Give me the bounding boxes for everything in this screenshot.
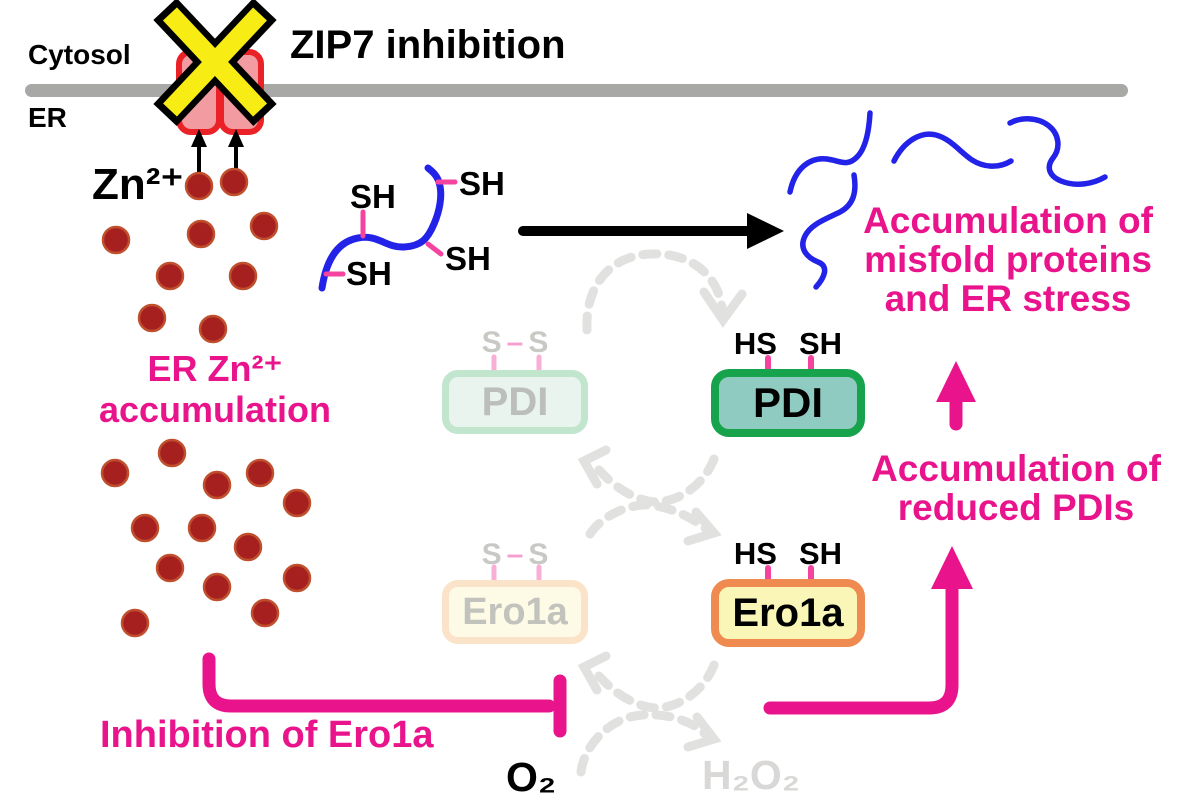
cycle-arrowhead-downright xyxy=(683,712,722,752)
misfold-accumulation-line3: and ER stress xyxy=(884,278,1132,320)
misfolded-proteins xyxy=(787,110,1108,290)
reduced-pdi-arrow-lower xyxy=(763,546,973,715)
ero1a-reduced-thiol-label: HS SH xyxy=(712,536,864,572)
zn-ion-dot xyxy=(233,532,263,562)
zn-uptake-arrow-left xyxy=(191,129,207,175)
zn-ion-dot xyxy=(245,458,275,488)
thiol-hs: HS xyxy=(733,326,777,361)
zn-ion-dot xyxy=(101,225,131,255)
cycle-arrowhead-upleft xyxy=(577,445,611,489)
faded-redox-cycle-arrows xyxy=(576,249,747,777)
h2o2-label: H₂O₂ xyxy=(702,752,800,798)
zn-ion-dot xyxy=(155,553,185,583)
misfolded-protein-squiggle xyxy=(800,172,858,290)
misfolded-protein-squiggle xyxy=(891,131,1014,169)
cycle-arrow-mid-leftward xyxy=(594,454,719,507)
cycle-arrow-mid-rightward xyxy=(585,500,711,539)
cytosol-label: Cytosol xyxy=(28,39,131,70)
sh-label-top-right: SH xyxy=(459,165,505,202)
misfold-accumulation-label: Accumulation of misfold proteins and ER … xyxy=(840,201,1176,319)
ero1a-oxidized-disulfide-label: S–S xyxy=(442,538,588,572)
pdi-oxidized-box: PDI xyxy=(442,370,588,434)
sh-label-bottom-right: SH xyxy=(445,240,491,277)
ero1a-oxidized-box: Ero1a xyxy=(442,580,588,644)
zn-ion-dot xyxy=(202,572,232,602)
zn-ion-dot xyxy=(130,513,160,543)
misfolded-protein-squiggle xyxy=(787,110,873,195)
faded-box-ticks xyxy=(491,354,542,584)
zn-ion-dot xyxy=(120,608,150,638)
zn-ion-dot xyxy=(186,219,216,249)
cycle-arrowhead-upleft xyxy=(577,651,611,695)
disulfide-s-left: S xyxy=(481,538,502,571)
zn-ion-dot xyxy=(249,211,279,241)
zn-ion-dot xyxy=(187,513,217,543)
disulfide-bond: – xyxy=(506,326,524,359)
cycle-arrowhead-down xyxy=(699,287,747,328)
misfolded-protein-squiggle xyxy=(1007,116,1108,187)
er-label: ER xyxy=(28,102,67,133)
zn-ion-dot xyxy=(202,470,232,500)
thiol-tick xyxy=(425,241,444,257)
thiol-sh: SH xyxy=(799,536,843,571)
zn-ion-dot xyxy=(157,438,187,468)
zn-ion-dot xyxy=(250,598,280,628)
disulfide-bond: – xyxy=(506,538,524,571)
zn-ion-dot xyxy=(219,167,249,197)
inhibition-of-ero1a-label: Inhibition of Ero1a xyxy=(100,714,434,756)
pdi-oxidized-disulfide-label: S–S xyxy=(442,326,588,360)
cycle-arrow-bottom-rightward xyxy=(576,710,711,777)
misfold-accumulation-line1: Accumulation of xyxy=(863,200,1153,241)
ero1a-reduced-name: Ero1a xyxy=(732,590,844,635)
zip7-inhibition-title: ZIP7 inhibition xyxy=(290,23,566,67)
ero1a-reduced-box: Ero1a xyxy=(711,579,865,647)
reduced-pdi-accumulation-line2: reduced PDIs xyxy=(897,487,1135,529)
inhibition-t-line xyxy=(202,652,567,738)
reduced-pdi-arrow-upper xyxy=(936,361,976,431)
zn-ion-dot xyxy=(137,303,167,333)
cycle-arrow-bottom-leftward xyxy=(594,660,719,713)
disulfide-s-right: S xyxy=(528,326,549,359)
protein-thiol-ticks xyxy=(323,179,458,277)
pdi-reduced-name: PDI xyxy=(752,379,823,426)
active-box-ticks xyxy=(765,355,814,584)
pdi-reduced-thiol-label: HS SH xyxy=(712,326,864,362)
zn-ion-dot xyxy=(282,488,312,518)
o2-label: O₂ xyxy=(506,754,557,800)
er-membrane-line xyxy=(25,84,1128,97)
cycle-arrowhead-downright xyxy=(683,507,722,546)
zn-ion-dot xyxy=(228,261,258,291)
reduced-pdi-accumulation-label: Accumulation of reduced PDIs xyxy=(848,448,1184,529)
thiol-hs: HS xyxy=(733,536,777,571)
zn-ion-dot xyxy=(184,171,214,201)
er-zn-accumulation-line1: ER Zn²⁺ xyxy=(147,348,283,389)
zn-ion-dots xyxy=(100,167,312,638)
zn-ion-dot xyxy=(155,261,185,291)
zn-ion-dot xyxy=(100,458,130,488)
misfold-accumulation-line2: misfold proteins xyxy=(864,239,1152,281)
zn-ion-label: Zn²⁺ xyxy=(92,160,184,209)
er-zn-accumulation-line2: accumulation xyxy=(98,389,332,431)
zn-ion-dot xyxy=(198,314,228,344)
pdi-reduced-box: PDI xyxy=(711,369,865,437)
cycle-arrow-pdi-top xyxy=(582,249,727,335)
zn-ion-dot xyxy=(282,563,312,593)
block-x-icon xyxy=(153,0,277,126)
disulfide-s-right: S xyxy=(528,538,549,571)
sh-label-top-left: SH xyxy=(350,178,396,215)
disulfide-s-left: S xyxy=(481,326,502,359)
pdi-oxidized-name: PDI xyxy=(481,379,549,424)
thiol-sh: SH xyxy=(799,326,843,361)
reduced-pdi-accumulation-line1: Accumulation of xyxy=(871,448,1161,489)
er-zn-accumulation-label: ER Zn²⁺ accumulation xyxy=(75,348,355,430)
misfolding-arrow xyxy=(518,213,784,249)
sh-label-bottom-left: SH xyxy=(346,255,392,292)
ero1a-oxidized-name: Ero1a xyxy=(462,590,568,633)
